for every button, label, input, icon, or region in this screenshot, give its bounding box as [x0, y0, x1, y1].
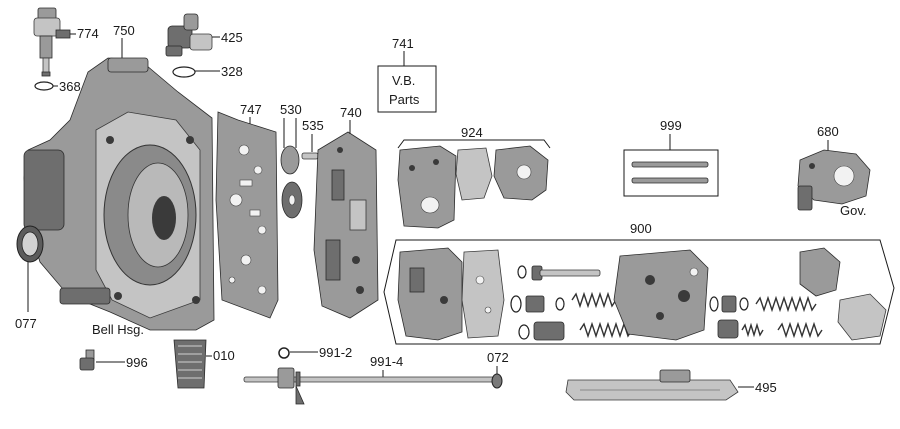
label-680: 680 — [817, 124, 839, 139]
part-368-oring — [34, 81, 54, 91]
label-750: 750 — [113, 23, 135, 38]
vb-parts-line2: Parts — [389, 92, 420, 107]
part-328-gasket — [172, 66, 196, 78]
bracket-924 — [397, 139, 551, 149]
label-991-2: 991-2 — [319, 345, 352, 360]
part-774-illustration — [33, 7, 71, 77]
label-900: 900 — [630, 221, 652, 236]
part-996-bolt — [79, 349, 95, 371]
part-924-assemblies — [397, 145, 549, 229]
label-368: 368 — [59, 79, 81, 94]
bell-housing-illustration — [23, 57, 215, 331]
part-072-seal — [491, 373, 503, 389]
kit-box-900 — [383, 239, 895, 345]
part-991-4-shaft — [243, 367, 495, 405]
label-425: 425 — [221, 30, 243, 45]
pins-box-999 — [623, 149, 719, 197]
label-bell-housing: Bell Hsg. — [92, 322, 144, 337]
part-535-pin — [301, 152, 319, 160]
label-924: 924 — [461, 125, 483, 140]
part-010-filter — [173, 339, 207, 389]
part-680-governor — [797, 149, 871, 211]
label-741: 741 — [392, 36, 414, 51]
vb-parts-line1: V.B. — [392, 73, 415, 88]
label-077: 077 — [15, 316, 37, 331]
label-010: 010 — [213, 348, 235, 363]
part-740-valve-body — [313, 131, 379, 319]
label-747: 747 — [240, 102, 262, 117]
label-999: 999 — [660, 118, 682, 133]
label-072: 072 — [487, 350, 509, 365]
label-495: 495 — [755, 380, 777, 395]
label-328: 328 — [221, 64, 243, 79]
pin-999-a — [631, 161, 709, 168]
vb-parts-box — [377, 65, 437, 113]
label-774: 774 — [77, 26, 99, 41]
label-740: 740 — [340, 105, 362, 120]
part-495-cover — [565, 369, 739, 401]
pin-999-b — [631, 177, 709, 184]
label-535: 535 — [302, 118, 324, 133]
label-991-4: 991-4 — [370, 354, 403, 369]
label-governor: Gov. — [840, 203, 867, 218]
part-747-plate — [215, 111, 279, 319]
part-530-gears — [280, 145, 303, 219]
part-425-illustration — [165, 13, 213, 57]
part-900-kit-contents — [397, 247, 887, 341]
label-530: 530 — [280, 102, 302, 117]
label-996: 996 — [126, 355, 148, 370]
part-991-2-clip — [278, 347, 290, 359]
